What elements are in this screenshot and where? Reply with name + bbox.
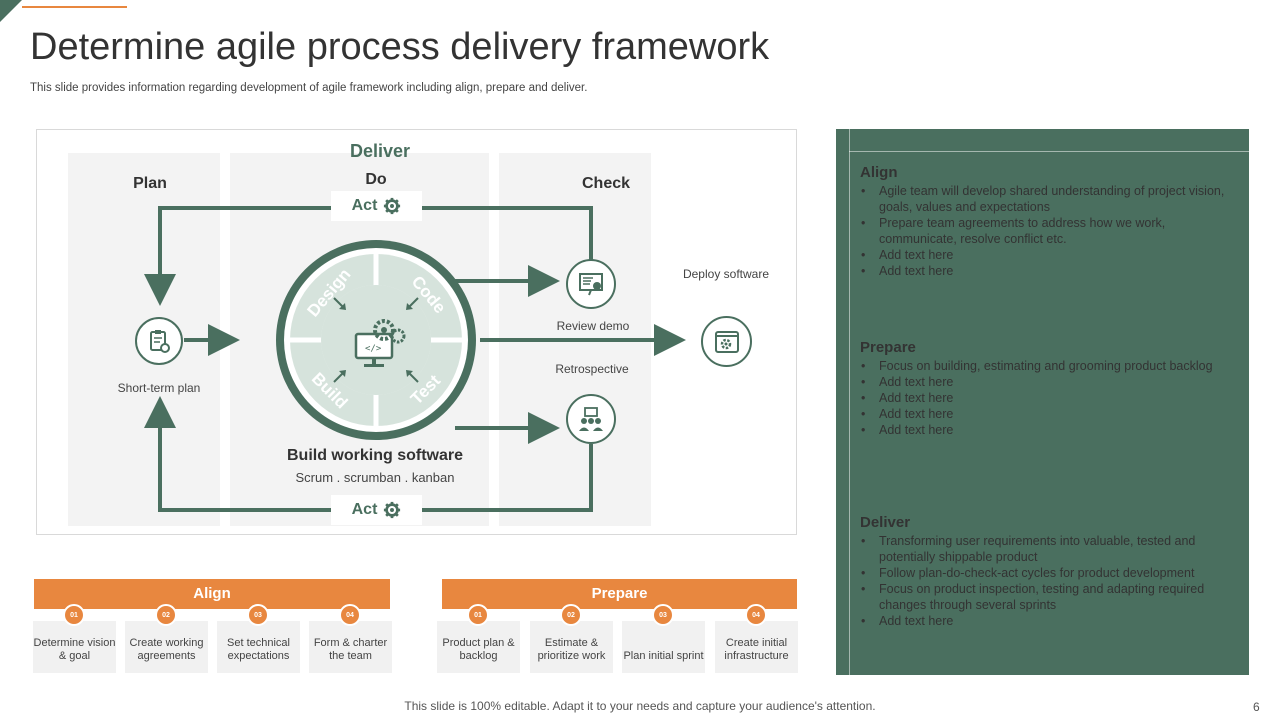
panel-section-title: Align xyxy=(860,164,898,181)
retrospective-icon-circle xyxy=(566,394,616,444)
panel-bullet: Add text here xyxy=(860,422,1246,438)
settings-window-icon xyxy=(714,330,739,353)
plan-heading: Plan xyxy=(133,175,167,192)
panel-bullet: Add text here xyxy=(860,263,1246,279)
build-working-software-title: Build working software xyxy=(286,447,463,464)
review-demo-icon-circle xyxy=(566,259,616,309)
page-title: Determine agile process delivery framewo… xyxy=(30,26,770,68)
short-term-plan-label: Short-term plan xyxy=(117,381,201,395)
meeting-icon xyxy=(579,407,603,431)
panel-bullet: Transforming user requirements into valu… xyxy=(860,533,1246,565)
deploy-software-label: Deploy software xyxy=(682,267,770,281)
corner-triangle xyxy=(0,0,22,22)
panel-bullet: Agile team will develop shared understan… xyxy=(860,183,1246,215)
panel-section-deliver: Deliver Transforming user requirements i… xyxy=(860,514,1246,629)
act-box-bottom: Act xyxy=(331,495,422,525)
panel-bullet: Focus on product inspection, testing and… xyxy=(860,581,1246,613)
prepare-step-number: 03 xyxy=(652,604,674,626)
panel-divider-vertical xyxy=(849,129,850,675)
build-methods: Scrum . scrumban . kanban xyxy=(295,470,455,485)
align-step-card: Set technical expectations xyxy=(217,621,300,673)
align-step-card: Form & charter the team xyxy=(309,621,392,673)
delivery-wheel: </> xyxy=(276,240,476,440)
panel-bullet: Follow plan-do-check-act cycles for prod… xyxy=(860,565,1246,581)
panel-bullet: Add text here xyxy=(860,390,1246,406)
prepare-step-card: Create initial infrastructure xyxy=(715,621,798,673)
deploy-icon-circle xyxy=(701,316,752,367)
page-number: 6 xyxy=(1253,700,1260,714)
page-subtitle: This slide provides information regardin… xyxy=(30,82,588,94)
svg-text:</>: </> xyxy=(365,344,382,354)
prepare-step-card: Plan initial sprint xyxy=(622,621,705,673)
panel-section-prepare: Prepare Focus on building, estimating an… xyxy=(860,339,1246,438)
prepare-bar: Prepare xyxy=(442,579,797,609)
align-step-card: Determine vision & goal xyxy=(33,621,116,673)
align-bar: Align xyxy=(34,579,390,609)
footer-note: This slide is 100% editable. Adapt it to… xyxy=(404,699,876,713)
deliver-heading: Deliver xyxy=(349,141,411,161)
review-demo-label: Review demo xyxy=(556,319,630,333)
do-heading: Do xyxy=(365,171,387,188)
short-term-plan-icon-circle xyxy=(135,317,183,365)
panel-bullet: Add text here xyxy=(860,374,1246,390)
panel-bullet: Prepare team agreements to address how w… xyxy=(860,215,1246,247)
prepare-step-number: 01 xyxy=(467,604,489,626)
computer-gears-icon: </> xyxy=(354,319,406,367)
corner-accent-line xyxy=(22,6,127,8)
retrospective-label: Retrospective xyxy=(555,362,629,376)
panel-section-title: Prepare xyxy=(860,339,916,356)
align-step-number: 01 xyxy=(63,604,85,626)
prepare-step-card: Estimate & prioritize work xyxy=(530,621,613,673)
presentation-icon xyxy=(579,273,603,296)
panel-bullet: Add text here xyxy=(860,247,1246,263)
gear-icon xyxy=(384,197,401,215)
align-step-number: 02 xyxy=(155,604,177,626)
panel-section-title: Deliver xyxy=(860,514,911,531)
check-heading: Check xyxy=(581,175,631,192)
clipboard-icon xyxy=(150,330,170,353)
panel-divider-horizontal xyxy=(849,151,1249,152)
align-step-number: 04 xyxy=(339,604,361,626)
align-step-card: Create working agreements xyxy=(125,621,208,673)
act-label: Act xyxy=(351,501,378,518)
prepare-step-number: 02 xyxy=(560,604,582,626)
panel-bullet: Add text here xyxy=(860,613,1246,629)
panel-bullet: Focus on building, estimating and groomi… xyxy=(860,358,1246,374)
align-step-number: 03 xyxy=(247,604,269,626)
prepare-step-card: Product plan & backlog xyxy=(437,621,520,673)
act-label: Act xyxy=(351,197,378,214)
act-box-top: Act xyxy=(331,191,422,221)
panel-section-align: Align Agile team will develop shared und… xyxy=(860,164,1246,279)
prepare-step-number: 04 xyxy=(745,604,767,626)
panel-bullet: Add text here xyxy=(860,406,1246,422)
gear-icon xyxy=(384,501,401,519)
